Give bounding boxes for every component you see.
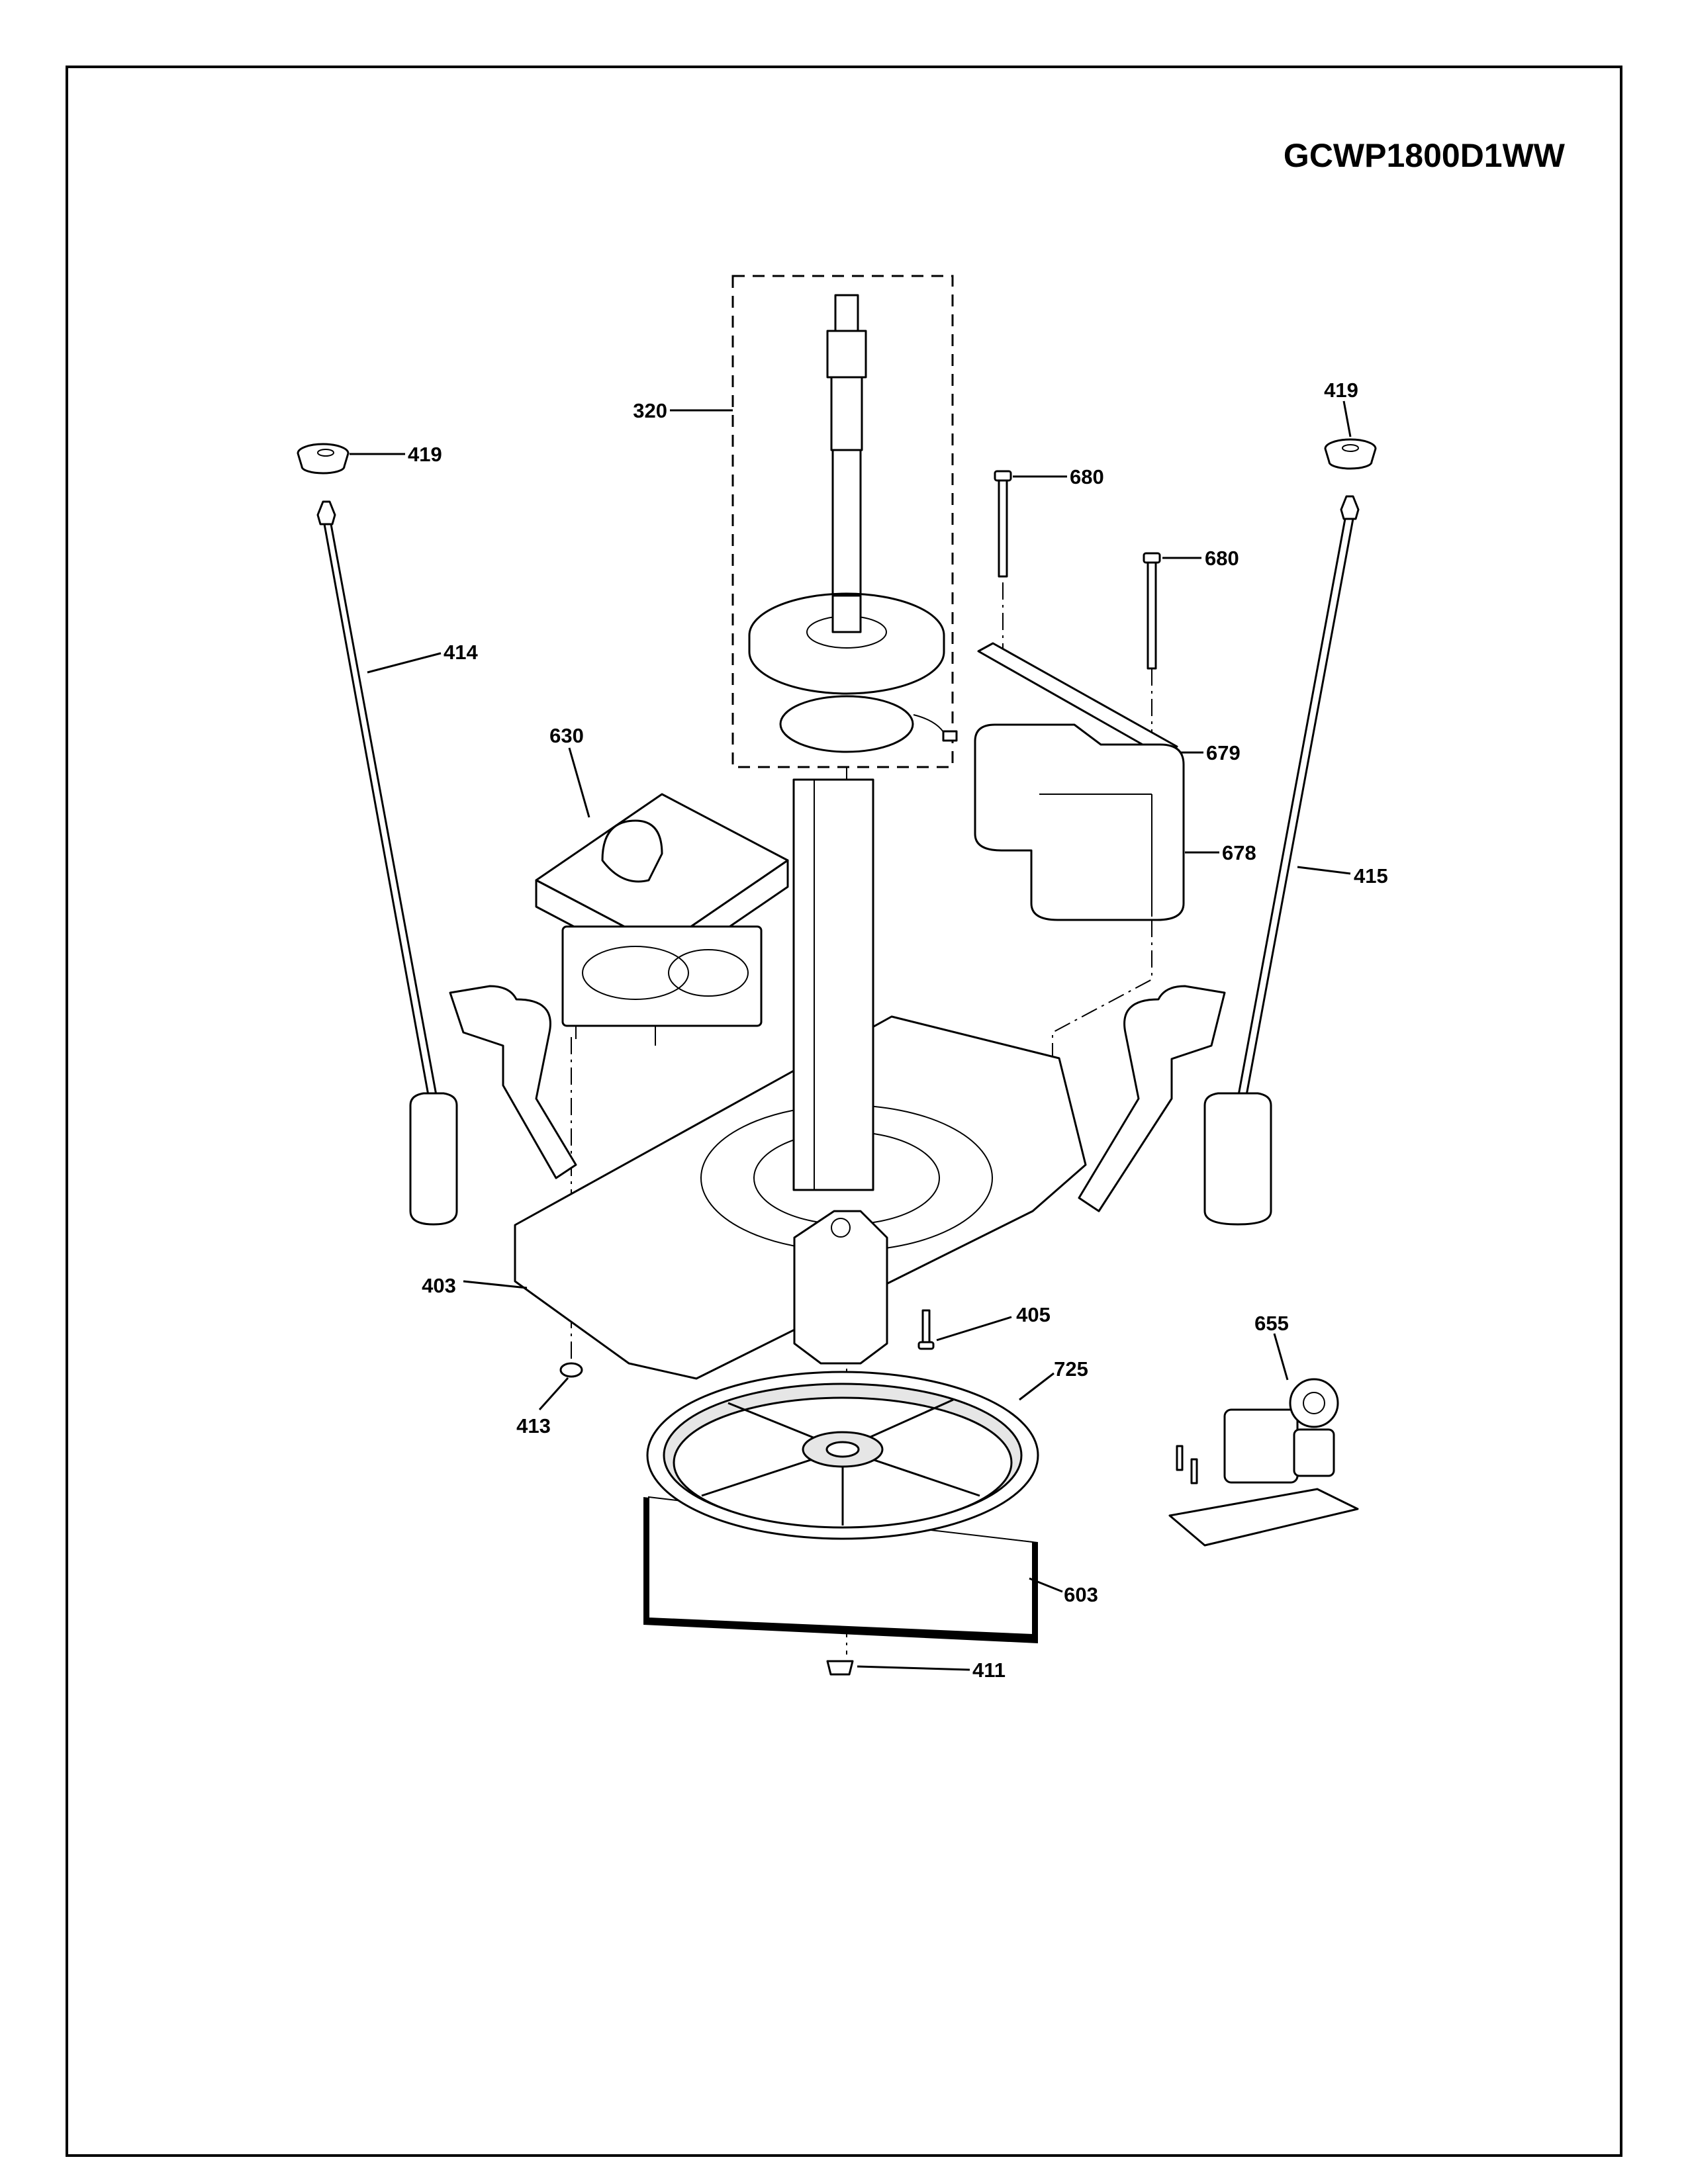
page-border (66, 66, 1622, 2157)
callout-678: 678 (1222, 841, 1256, 864)
callout-413: 413 (516, 1414, 551, 1437)
part-419-left-cap (297, 443, 350, 475)
part-630-motor (535, 793, 789, 1046)
part-411-nut (826, 1660, 854, 1676)
part-679-strap (977, 642, 1178, 757)
part-419-right-cap (1324, 438, 1377, 470)
callout-419-right: 419 (1324, 379, 1358, 402)
part-655-drain-pump (1168, 1378, 1359, 1547)
part-680-bolt-b (1143, 552, 1161, 670)
callout-405: 405 (1016, 1303, 1051, 1326)
part-603-belt (643, 1496, 1038, 1643)
part-405-screw (917, 1309, 935, 1350)
part-678-counterweight (974, 723, 1185, 921)
callout-419-left: 419 (408, 443, 442, 466)
callout-403: 403 (422, 1274, 456, 1297)
callout-655: 655 (1254, 1312, 1289, 1335)
callout-680-b: 680 (1205, 547, 1239, 570)
part-414-suspension-rod (316, 500, 458, 1226)
part-403-base-plate (449, 778, 1226, 1380)
part-415-suspension-rod (1203, 495, 1360, 1226)
callout-414: 414 (444, 641, 478, 664)
callout-630: 630 (549, 724, 584, 747)
callout-415: 415 (1354, 864, 1388, 887)
part-413-washer (559, 1362, 583, 1378)
callout-411: 411 (972, 1659, 1006, 1682)
callout-603: 603 (1064, 1583, 1098, 1606)
part-680-bolt-a (994, 470, 1012, 578)
callout-679: 679 (1206, 741, 1241, 764)
callout-320: 320 (633, 399, 667, 422)
model-number: GCWP1800D1WW (1284, 137, 1566, 174)
part-320-shaft-assembly (731, 275, 958, 768)
callout-725: 725 (1054, 1357, 1088, 1381)
part-725-pulley (646, 1371, 1039, 1540)
callout-680-a: 680 (1070, 465, 1104, 488)
